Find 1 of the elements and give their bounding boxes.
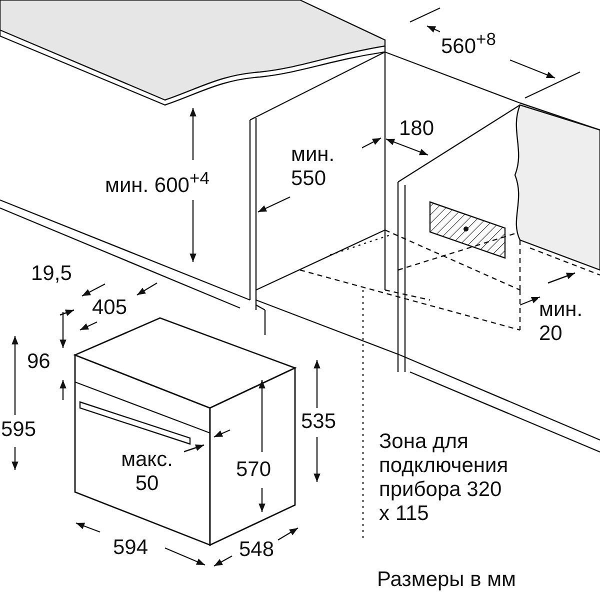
dimension-label: 19,5: [30, 262, 73, 286]
